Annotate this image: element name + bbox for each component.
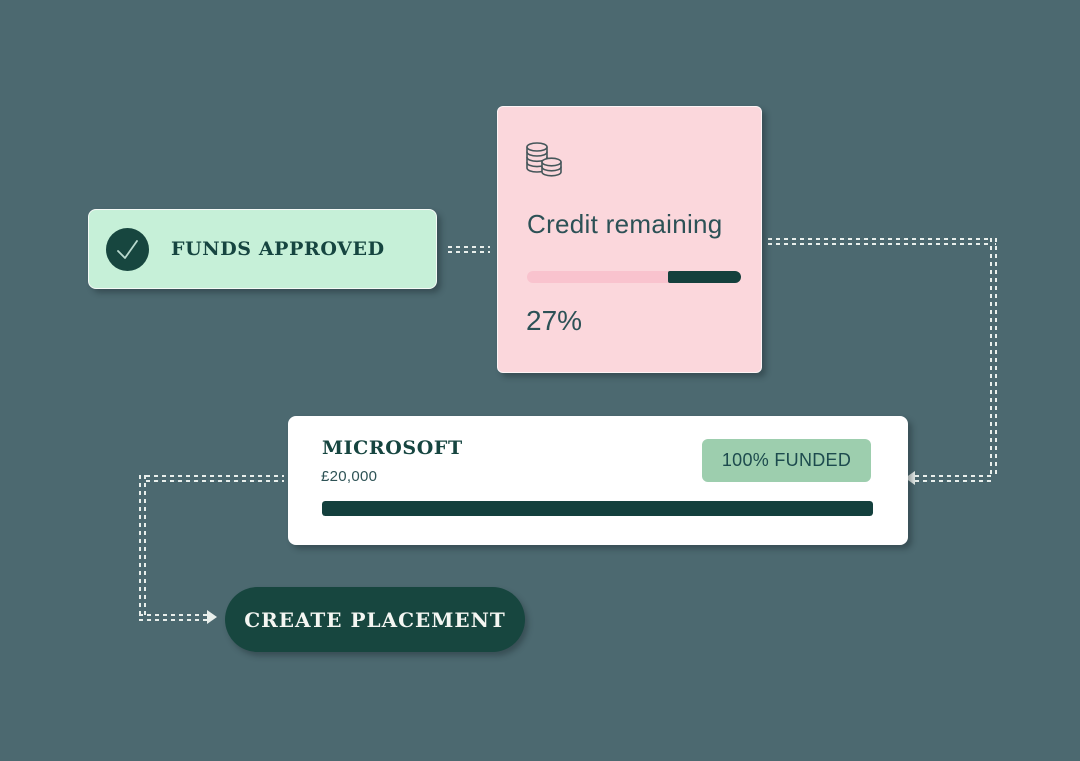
funds-approved-badge: FUNDS APPROVED (88, 209, 437, 289)
placement-progress-bar (322, 501, 873, 516)
credit-percent-value: 27% (526, 305, 583, 336)
connector-credit-to-placement-side (990, 238, 997, 478)
company-name: MICROSOFT (322, 437, 463, 459)
arrowhead-into-placement-card (905, 471, 915, 485)
connector-placement-to-cta-bottom (139, 614, 207, 621)
credit-remaining-card: Credit remaining 27% (497, 106, 762, 373)
credit-progress-fill (668, 271, 741, 283)
funded-status-badge: 100% FUNDED (702, 439, 871, 482)
connector-funds-to-credit (448, 246, 490, 253)
funds-approved-label: FUNDS APPROVED (171, 238, 385, 260)
credit-progress-bar (527, 271, 741, 283)
placement-card: MICROSOFT £20,000 100% FUNDED (288, 416, 908, 545)
connector-credit-to-placement-bottom (915, 475, 993, 482)
coins-icon (523, 139, 565, 186)
connector-credit-to-placement-top (768, 238, 996, 245)
connector-placement-to-cta-top (146, 475, 284, 482)
arrowhead-into-cta-button (207, 610, 217, 624)
create-placement-label: CREATE PLACEMENT (244, 607, 506, 632)
check-icon (106, 227, 149, 271)
funded-status-label: 100% FUNDED (721, 450, 852, 470)
credit-remaining-title: Credit remaining (527, 209, 723, 239)
placement-amount: £20,000 (321, 468, 378, 485)
create-placement-button[interactable]: CREATE PLACEMENT (225, 587, 525, 652)
placement-progress-fill (322, 501, 873, 516)
connector-placement-to-cta-side (139, 475, 146, 618)
